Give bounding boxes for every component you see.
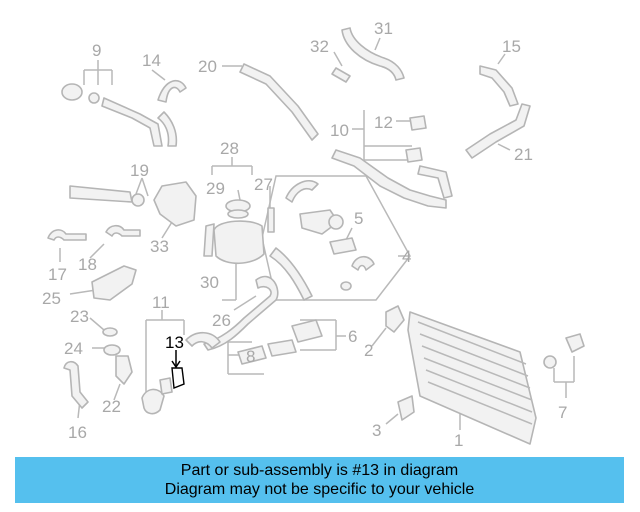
callout-14: 14 [142,51,161,70]
callout-23: 23 [70,307,89,326]
callout-numbers: 1 2 3 4 5 6 7 8 9 10 11 12 13 14 15 16 1… [42,19,567,450]
callout-29: 29 [206,179,225,198]
callout-8: 8 [246,347,255,366]
callout-3: 3 [372,421,381,440]
callout-24: 24 [64,339,83,358]
callout-31: 31 [374,19,393,38]
callout-9: 9 [92,41,101,60]
callout-17: 17 [48,265,67,284]
callout-26: 26 [212,311,231,330]
info-banner: Part or sub-assembly is #13 in diagram D… [15,457,624,503]
callout-5: 5 [354,209,363,228]
callout-21: 21 [514,145,533,164]
callout-18: 18 [78,255,97,274]
callout-10: 10 [330,121,349,140]
banner-line-1: Part or sub-assembly is #13 in diagram [180,462,459,479]
callout-20: 20 [198,57,217,76]
callout-11: 11 [152,293,170,312]
callout-2: 2 [364,341,373,360]
callout-16: 16 [68,423,87,442]
callout-7: 7 [558,403,567,422]
callout-12: 12 [374,113,393,132]
callout-4: 4 [402,247,411,266]
callout-32: 32 [310,37,329,56]
callout-30: 30 [200,273,219,292]
callout-28: 28 [220,139,239,158]
banner-line-2: Diagram may not be specific to your vehi… [164,481,475,498]
callout-1: 1 [454,431,463,450]
callout-22: 22 [102,397,121,416]
part-13-sensor [171,367,185,389]
part-drawings [47,27,585,445]
callout-6: 6 [348,327,357,346]
callout-27: 27 [254,175,273,194]
callout-15: 15 [502,37,521,56]
callout-25: 25 [42,289,61,308]
callout-33: 33 [150,237,169,256]
callout-13: 13 [165,333,184,352]
callout-19: 19 [130,161,149,180]
